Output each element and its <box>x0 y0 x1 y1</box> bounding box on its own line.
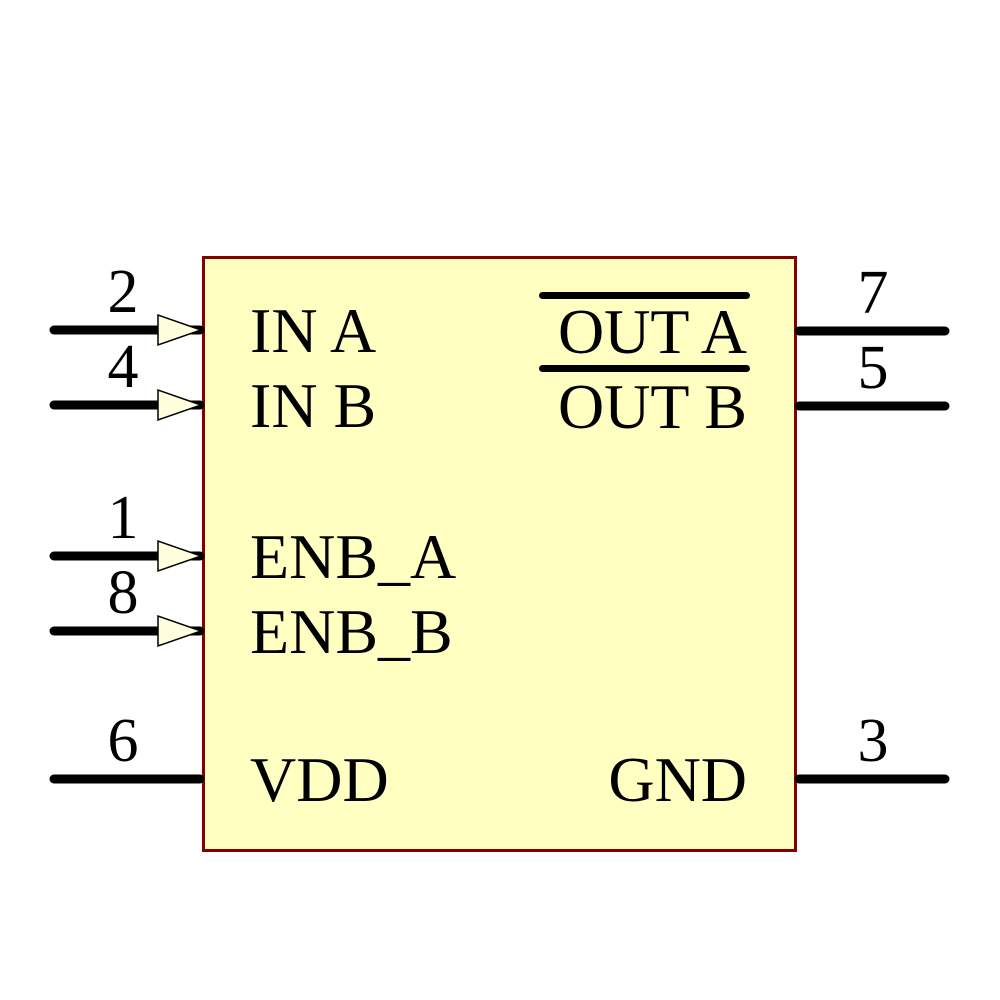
pin-name-out-a: OUT A <box>557 296 747 367</box>
pin-8-number: 8 <box>107 559 139 627</box>
pin-2-input-arrow-icon <box>157 313 204 347</box>
out-a-active-low-overbar <box>539 292 750 299</box>
pin-name-in-b: IN B <box>250 370 377 441</box>
pin-7-number: 7 <box>857 259 889 327</box>
pin-2-number: 2 <box>107 258 139 326</box>
pin-name-in-a: IN A <box>250 295 377 366</box>
pin-1-number: 1 <box>107 484 139 552</box>
pin-name-gnd: GND <box>608 744 747 815</box>
pin-name-vdd: VDD <box>250 744 389 815</box>
pin-name-enb-b: ENB_B <box>250 596 453 667</box>
pin-name-enb-a: ENB_A <box>250 521 457 592</box>
pin-4-number: 4 <box>107 333 139 401</box>
pin-4-input-arrow-icon <box>157 388 204 422</box>
symbol-body <box>202 256 797 852</box>
pin-3-number: 3 <box>857 707 889 775</box>
pin-8-input-arrow-icon <box>157 614 204 648</box>
pin-name-out-b: OUT B <box>557 371 747 442</box>
pin-6-number: 6 <box>107 707 139 775</box>
out-b-active-low-overbar <box>539 365 750 372</box>
pin-5-number: 5 <box>857 334 889 402</box>
pin-1-input-arrow-icon <box>157 539 204 573</box>
